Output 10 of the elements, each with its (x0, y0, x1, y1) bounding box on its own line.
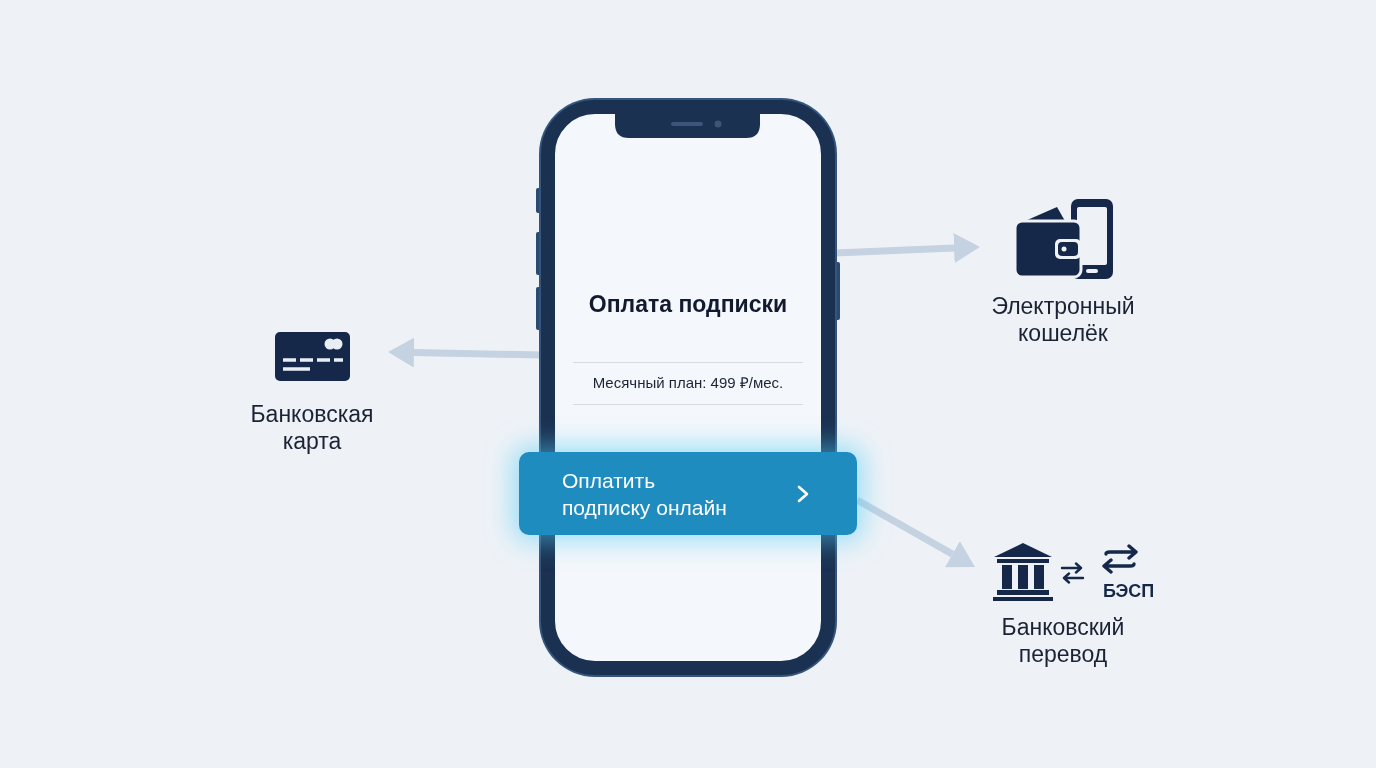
screen-title: Оплата подписки (588, 290, 788, 319)
plan-info: Месячный план: 499 ₽/мес. (573, 362, 803, 405)
arrow (855, 496, 975, 568)
pay-button: Оплатить подписку онлайн (519, 452, 857, 535)
arrow (388, 337, 542, 368)
option-label: Электронный кошелёк (991, 293, 1135, 347)
option-label: Банковский перевод (1001, 614, 1125, 668)
arrow (834, 233, 980, 264)
option-label: Банковская карта (250, 401, 374, 455)
system-abbreviation: БЭСП (1103, 581, 1155, 601)
